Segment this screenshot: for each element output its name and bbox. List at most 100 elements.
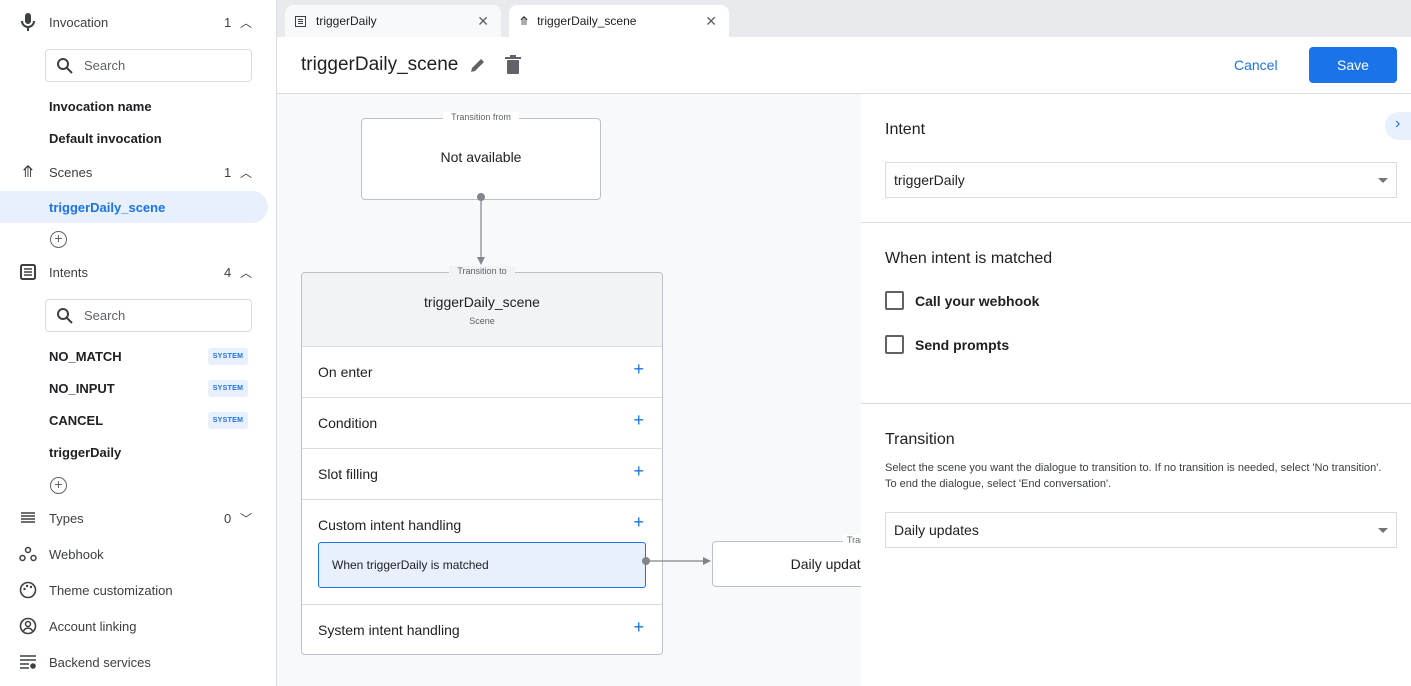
system-badge: SYSTEM: [208, 380, 248, 397]
search-placeholder: Search: [84, 58, 126, 73]
intents-search-input[interactable]: Search: [45, 299, 252, 332]
section-label: Invocation: [49, 14, 109, 30]
scene-node-header: Transition to triggerDaily_scene Scene: [302, 266, 662, 346]
sidebar-item-backend-services[interactable]: Backend services: [0, 647, 276, 677]
scene-name: triggerDaily_scene: [424, 294, 540, 310]
add-scene-icon[interactable]: +: [50, 231, 67, 248]
page-header: triggerDaily_scene Cancel Save: [277, 37, 1411, 94]
tab-triggerdaily[interactable]: triggerDaily ✕: [285, 5, 501, 37]
transition-from-node: Transition from Not available: [361, 112, 601, 200]
section-count: 4: [224, 264, 232, 280]
intent-handler-item[interactable]: When triggerDaily is matched: [318, 542, 646, 588]
delete-icon[interactable]: [505, 55, 521, 75]
row-on-enter[interactable]: On enter+: [302, 346, 662, 397]
add-icon[interactable]: +: [633, 512, 644, 532]
row-system-intent-handling[interactable]: System intent handling+: [302, 604, 662, 655]
search-icon: [57, 57, 73, 74]
add-icon[interactable]: +: [633, 461, 644, 481]
sidebar-item-cancel[interactable]: CANCEL: [49, 413, 104, 428]
cancel-button[interactable]: Cancel: [1234, 57, 1278, 73]
node-text: Daily updates: [790, 556, 861, 572]
tab-label: triggerDaily: [316, 14, 377, 28]
chevron-up-icon[interactable]: ︿: [240, 265, 253, 280]
collapse-panel-chevron-right-icon[interactable]: ›: [1385, 112, 1411, 140]
item-label: triggerDaily_scene: [49, 200, 166, 215]
list-icon: [18, 508, 38, 528]
sidebar-item-invocation-name[interactable]: Invocation name: [49, 99, 152, 114]
scene-icon: ⤊: [519, 14, 530, 28]
item-label: Backend services: [49, 654, 151, 670]
search-placeholder: Search: [84, 308, 126, 323]
send-prompts-checkbox[interactable]: Send prompts: [885, 335, 1009, 354]
transition-description: Select the scene you want the dialogue t…: [885, 462, 1382, 490]
section-count: 1: [224, 164, 232, 180]
tab-label: triggerDaily_scene: [537, 14, 637, 28]
node-legend: Transition from: [362, 112, 600, 122]
intent-icon: [18, 262, 38, 282]
intent-icon: [295, 15, 306, 27]
divider: [861, 222, 1411, 223]
sidebar-item-default-invocation[interactable]: Default invocation: [49, 131, 162, 146]
sidebar-section-types[interactable]: Types 0 ﹀: [0, 503, 276, 533]
node-text: Not available: [440, 149, 522, 165]
edit-icon[interactable]: [469, 56, 487, 74]
item-label: Account linking: [49, 618, 137, 634]
call-webhook-checkbox[interactable]: Call your webhook: [885, 291, 1039, 310]
row-custom-intent-handling[interactable]: Custom intent handling+ When triggerDail…: [302, 499, 662, 604]
close-icon[interactable]: ✕: [705, 12, 717, 29]
row-condition[interactable]: Condition+: [302, 397, 662, 448]
section-label: Intents: [49, 264, 89, 280]
scene-subtitle: Scene: [469, 316, 495, 326]
scene-icon: ⤊: [21, 164, 35, 181]
intent-settings-panel: › Intent triggerDaily When intent is mat…: [861, 94, 1411, 686]
sidebar-section-scenes[interactable]: ⤊ Scenes 1 ︿: [0, 157, 276, 187]
add-icon[interactable]: +: [633, 617, 644, 637]
chevron-down-icon[interactable]: ﹀: [240, 511, 253, 526]
chevron-up-icon[interactable]: ︿: [240, 165, 253, 180]
save-label: Save: [1337, 57, 1369, 73]
divider: [861, 403, 1411, 404]
chevron-up-icon[interactable]: ︿: [240, 15, 253, 30]
checkbox-icon: [885, 335, 904, 354]
item-label: Webhook: [49, 546, 104, 562]
sidebar: Invocation 1 ︿ Search Invocation name De…: [0, 0, 277, 686]
transition-target-node[interactable]: Transition to Daily updates: [712, 535, 861, 587]
checkbox-icon: [885, 291, 904, 310]
section-label: Scenes: [49, 164, 93, 180]
section-label: Types: [49, 510, 84, 526]
tab-triggerdaily-scene[interactable]: ⤊ triggerDaily_scene ✕: [509, 5, 729, 37]
tab-bar: triggerDaily ✕ ⤊ triggerDaily_scene ✕: [277, 0, 1411, 37]
add-icon[interactable]: +: [633, 410, 644, 430]
backend-settings-icon: [18, 652, 38, 672]
row-slot-filling[interactable]: Slot filling+: [302, 448, 662, 499]
transition-select[interactable]: Daily updates: [885, 512, 1397, 548]
palette-icon: [18, 580, 38, 600]
sidebar-item-webhook[interactable]: Webhook: [0, 539, 276, 569]
when-matched-heading: When intent is matched: [885, 250, 1053, 267]
add-intent-icon[interactable]: +: [50, 477, 67, 494]
sidebar-item-triggerdaily-scene[interactable]: triggerDaily_scene: [0, 191, 268, 223]
sidebar-section-invocation[interactable]: Invocation 1 ︿: [0, 7, 276, 37]
sidebar-item-triggerdaily[interactable]: triggerDaily: [49, 445, 122, 460]
close-icon[interactable]: ✕: [477, 12, 489, 29]
microphone-icon: [18, 12, 38, 32]
page-title: triggerDaily_scene: [301, 54, 459, 75]
scene-canvas[interactable]: Transition from Not available Transition…: [277, 94, 861, 686]
connector-arrow: [642, 557, 711, 565]
system-badge: SYSTEM: [208, 412, 248, 429]
dropdown-arrow-icon: [1378, 178, 1388, 183]
sidebar-item-no-match[interactable]: NO_MATCH: [49, 349, 122, 364]
save-button[interactable]: Save: [1309, 47, 1397, 83]
intent-heading: Intent: [885, 121, 926, 138]
sidebar-item-theme-customization[interactable]: Theme customization: [0, 575, 276, 605]
sidebar-item-no-input[interactable]: NO_INPUT: [49, 381, 115, 396]
add-icon[interactable]: +: [633, 359, 644, 379]
sidebar-item-account-linking[interactable]: Account linking: [0, 611, 276, 641]
system-badge: SYSTEM: [208, 348, 248, 365]
invocation-search-input[interactable]: Search: [45, 49, 252, 82]
intent-select[interactable]: triggerDaily: [885, 162, 1397, 198]
search-icon: [57, 307, 73, 324]
node-legend: Transition to: [302, 266, 662, 276]
account-circle-icon: [18, 616, 38, 636]
sidebar-section-intents[interactable]: Intents 4 ︿: [0, 257, 276, 287]
